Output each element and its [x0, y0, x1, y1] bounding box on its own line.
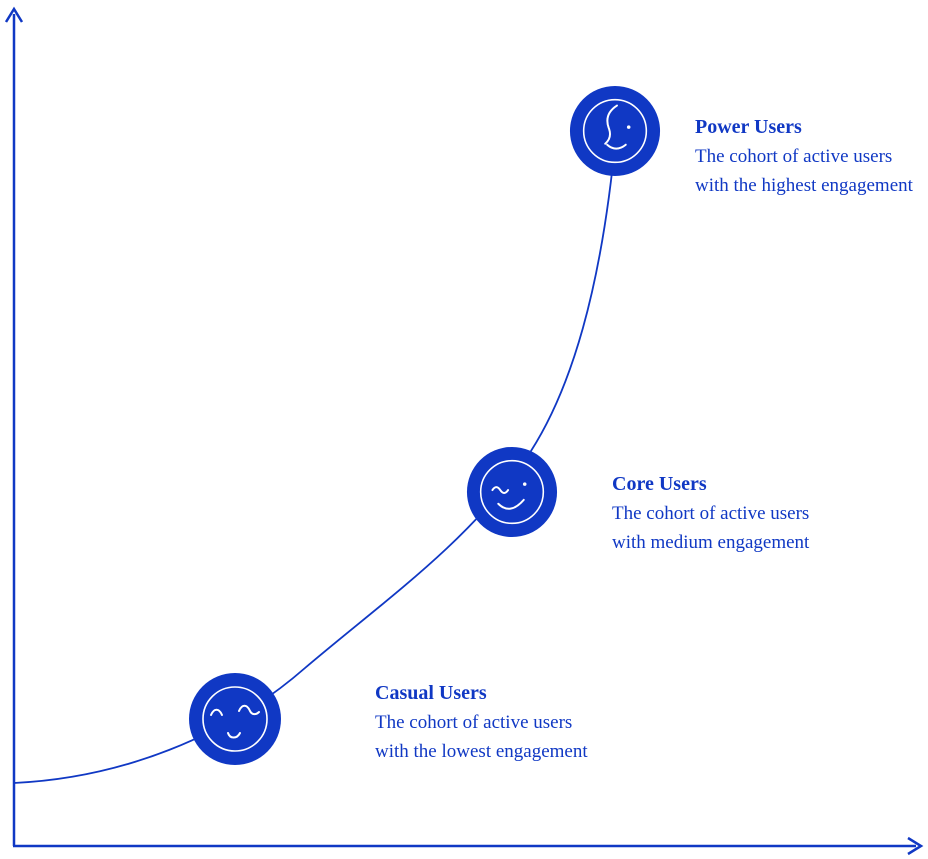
power-users-label: Power Users The cohort of active users w… — [695, 113, 915, 200]
growth-curve — [13, 133, 617, 784]
core-users-face-icon — [466, 446, 558, 538]
power-users-title: Power Users — [695, 116, 802, 138]
core-users-label: Core Users The cohort of active users wi… — [612, 470, 822, 557]
core-users-title: Core Users — [612, 473, 707, 495]
power-users-description: The cohort of active users with the high… — [695, 146, 913, 196]
core-users-description: The cohort of active users with medium e… — [612, 503, 810, 553]
x-axis-arrow-icon — [907, 836, 924, 856]
y-axis — [4, 6, 24, 846]
core-users-node — [465, 445, 559, 539]
power-users-face-icon — [569, 85, 661, 177]
power-users-node — [568, 84, 662, 178]
casual-users-description: The cohort of active users with the lowe… — [375, 712, 588, 762]
casual-users-node — [187, 671, 283, 767]
casual-users-label: Casual Users The cohort of active users … — [375, 679, 590, 766]
casual-users-title: Casual Users — [375, 682, 487, 704]
casual-users-face-icon — [189, 673, 281, 765]
y-axis-arrow-icon — [4, 6, 24, 23]
x-axis — [13, 836, 924, 856]
